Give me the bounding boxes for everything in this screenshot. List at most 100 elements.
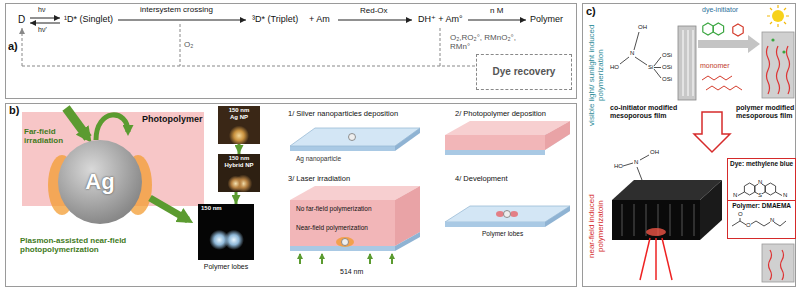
scatter-arrow <box>96 115 128 140</box>
afm-image: 150 nm <box>198 204 254 260</box>
laser-beam <box>655 238 657 280</box>
chem-ring <box>744 183 754 195</box>
dashed-quench-line <box>440 28 441 66</box>
dye-molecule <box>703 23 713 35</box>
image-caption: Hybrid NP <box>224 162 253 169</box>
chem-bond <box>623 163 633 166</box>
chem-chain <box>732 221 786 226</box>
silver-particle: Ag <box>58 140 142 224</box>
green-arrow <box>235 192 238 204</box>
atom-label: HO <box>610 64 619 71</box>
arrow-label: n M <box>490 6 503 15</box>
laser-arrow <box>299 254 301 264</box>
substrate <box>445 150 545 155</box>
green-arrow <box>238 144 241 154</box>
sun-icon <box>772 10 784 22</box>
atom-label: OSi <box>662 64 672 71</box>
mesoporous-film <box>700 180 722 240</box>
process-arrow <box>748 35 760 53</box>
monomer-molecule <box>702 76 732 80</box>
pore <box>693 30 694 96</box>
pore <box>688 30 689 96</box>
layer-label: Photopolymer <box>142 114 203 124</box>
dashed-box: Dye recovery <box>476 54 572 90</box>
chem-bond <box>620 57 629 64</box>
polymer-chain <box>781 250 784 280</box>
silver-bead <box>342 239 349 246</box>
image-caption: 150 nm <box>229 107 250 114</box>
film-label: polymer modified mesoporous film <box>736 104 796 120</box>
afm-image: 150 nmAg NP <box>218 106 260 144</box>
atom-label: O <box>738 211 743 218</box>
process-arrow <box>698 40 748 48</box>
silver-bead <box>349 134 356 141</box>
result-arrow <box>150 198 188 220</box>
atom-label: N <box>630 50 634 57</box>
atom-label: N <box>733 192 737 199</box>
atom-label: OSi <box>662 76 672 83</box>
reaction-arrow <box>468 20 526 21</box>
mechanism-label: Plasmon-assisted near-field photopolymer… <box>20 236 170 254</box>
reaction-arrow <box>118 20 246 21</box>
step-heading: 1/ Silver nanoparticles deposition <box>288 110 398 119</box>
polymer-film <box>762 32 794 98</box>
atom-label: N <box>758 179 762 186</box>
polymer-chain <box>777 46 780 94</box>
dye-dot <box>771 38 774 41</box>
atom-label: S <box>758 192 762 199</box>
dye-molecule <box>733 24 743 36</box>
transition-arrow <box>694 112 730 152</box>
photopolymer-block <box>545 121 570 150</box>
panel-frame: b)Ag150 nmAg NP150 nmHybrid NP150 nm <box>5 103 577 287</box>
laser-beam <box>640 238 650 280</box>
atom-label: OH <box>650 149 659 156</box>
silver-bead <box>504 211 511 218</box>
part-label: Ag nanoparticle <box>296 155 341 162</box>
reaction-arrow <box>338 20 412 21</box>
chem-bond <box>740 218 741 221</box>
sun-rays <box>767 5 789 27</box>
substrate <box>445 222 545 227</box>
laser-arrow <box>321 254 323 264</box>
arrow-label: hν' <box>38 26 47 34</box>
chem-bond <box>654 69 661 78</box>
image-caption: Polymer lobes <box>198 263 254 271</box>
step-heading: 4/ Development <box>455 175 508 184</box>
polymer-chain <box>767 46 770 94</box>
atom-label: OSi <box>662 52 672 59</box>
atom-label: N <box>770 217 774 224</box>
atom-label: N <box>783 192 787 199</box>
side-heading: visible light/ sunlight induced polymeri… <box>587 23 605 127</box>
reaction-arrow <box>30 18 60 19</box>
species-label: + Am <box>309 14 330 24</box>
arrow-label: intersystem crossing <box>140 5 213 14</box>
mesoporous-film <box>678 26 696 100</box>
arrow-label: Red-Ox <box>360 6 388 15</box>
pore <box>622 204 694 236</box>
panel-frame: c)Dye: methylene bluePolymer: DMAEMA <box>582 3 796 287</box>
laser-arrow <box>391 254 393 264</box>
substrate <box>545 206 570 227</box>
chem-bond <box>654 67 661 68</box>
chem-bond <box>637 167 642 180</box>
species-label: ¹D* (Singlet) <box>64 14 113 24</box>
chem-bond <box>640 155 649 160</box>
chem-bond <box>776 192 782 196</box>
pore <box>683 30 684 96</box>
photopolymer-block <box>290 200 395 246</box>
dashed-return-line <box>22 66 476 67</box>
wavelength-label: 514 nm <box>340 268 363 276</box>
atom-label: O <box>746 222 751 229</box>
species-label: D <box>18 14 25 26</box>
dashed-return-line <box>22 28 23 66</box>
atom-label: N <box>634 159 638 166</box>
step-heading: 2/ Photopolymer deposition <box>455 110 546 119</box>
quencher-label: O₂,RO₂°, RMnO₂°, RMn° <box>450 33 522 51</box>
irradiation-arrow <box>66 108 88 138</box>
mesoporous-film <box>612 200 700 240</box>
near-field-spot <box>646 228 666 236</box>
part-label: Polymer lobes <box>482 230 523 237</box>
substrate <box>395 232 420 251</box>
